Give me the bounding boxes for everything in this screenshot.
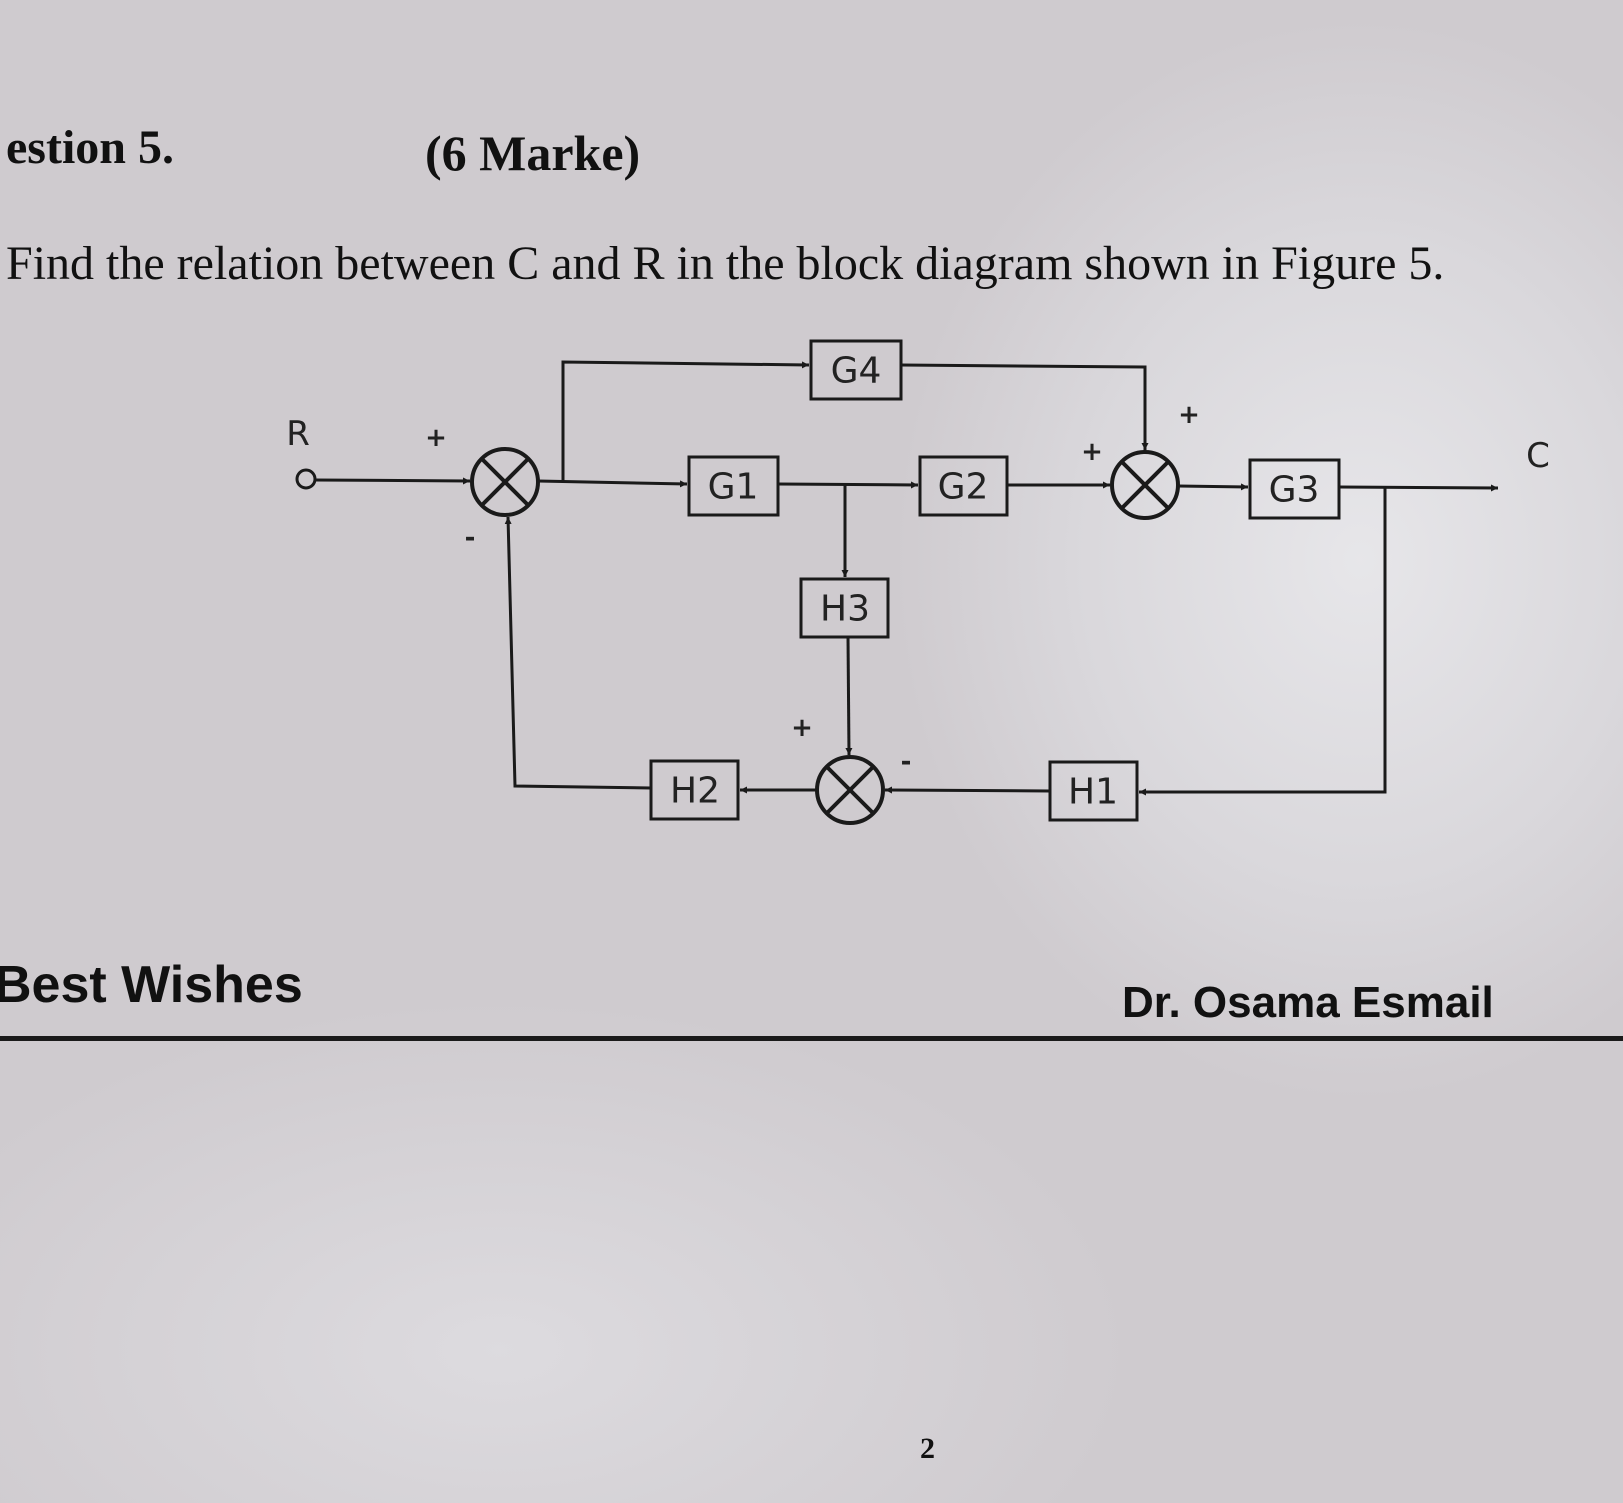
svg-text:H1: H1 <box>1068 772 1118 813</box>
svg-text:H2: H2 <box>670 771 720 812</box>
summing-junction-1 <box>470 447 540 517</box>
page-number: 2 <box>920 1432 935 1465</box>
svg-text:G3: G3 <box>1269 470 1320 511</box>
footer-divider <box>0 1036 1623 1041</box>
wire-h1-to-sj3 <box>884 786 1051 794</box>
svg-text:H3: H3 <box>820 589 870 630</box>
wire-h3-to-sj3 <box>845 636 853 756</box>
svg-text:G2: G2 <box>938 467 989 508</box>
summing-junction-3 <box>815 755 885 825</box>
block-h1: H1 <box>1048 760 1139 822</box>
sj1-plus-sign: + <box>425 423 447 453</box>
wire-to-g4 <box>561 360 810 481</box>
wire-g1-to-g2 <box>777 481 919 489</box>
block-g4: G4 <box>809 339 903 401</box>
input-node <box>295 468 317 490</box>
wire-h2-to-sj1 <box>504 516 652 790</box>
wire-r-to-sj1 <box>314 477 471 485</box>
svg-text:G1: G1 <box>708 467 759 508</box>
wire-c-to-h1 <box>1139 488 1387 796</box>
block-h2: H2 <box>649 759 740 821</box>
output-label-c: C <box>1526 436 1550 476</box>
sj2-plus-left-sign: + <box>1081 437 1103 467</box>
wire-sj1-to-g1 <box>537 479 688 488</box>
question-number: estion 5. <box>6 121 174 174</box>
wire-sj2-to-g3 <box>1177 483 1249 491</box>
sj3-plus-sign: + <box>791 713 813 743</box>
wire-g4-to-sj2 <box>900 363 1149 450</box>
block-g3: G3 <box>1248 458 1341 520</box>
question-instruction: Find the relation between C and R in the… <box>6 237 1445 290</box>
wire-g3-to-c <box>1338 484 1499 492</box>
footer-left-text: Best Wishes <box>0 956 303 1014</box>
sj1-minus-sign: - <box>465 523 476 553</box>
svg-text:G4: G4 <box>831 351 882 392</box>
block-g1: G1 <box>687 455 780 517</box>
block-g2: G2 <box>918 455 1009 517</box>
sj2-plus-top-sign: + <box>1178 400 1200 430</box>
summing-junction-2 <box>1110 450 1180 520</box>
sj3-minus-sign: - <box>901 747 912 777</box>
input-label-r: R <box>286 414 310 454</box>
footer-author: Dr. Osama Esmail <box>1122 978 1494 1027</box>
question-marks: (6 Marke) <box>425 125 641 181</box>
block-h3: H3 <box>799 577 890 639</box>
